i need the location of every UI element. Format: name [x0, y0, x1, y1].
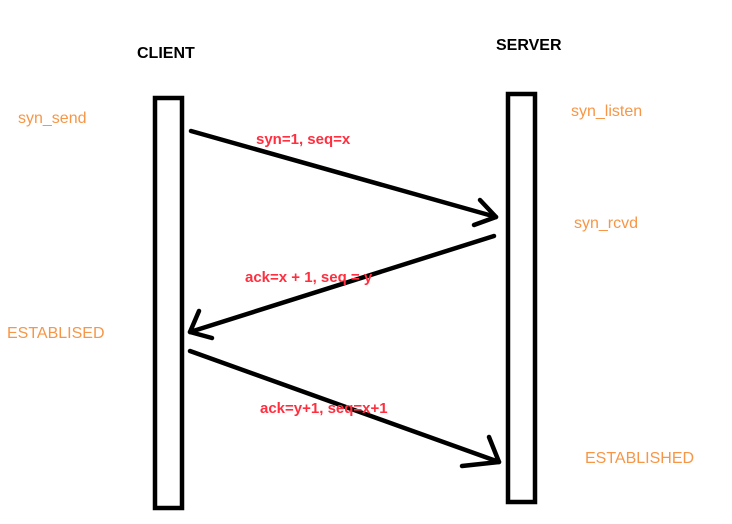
server-state-syn-listen: syn_listen: [571, 103, 642, 120]
server-state-syn-rcvd: syn_rcvd: [574, 215, 638, 232]
message-label-syn-ack: ack=x + 1, seq = y: [245, 269, 373, 286]
server-header: SERVER: [496, 37, 562, 54]
arrow-ack: [187, 348, 502, 469]
arrow-syn: [188, 128, 499, 228]
message-label-syn: syn=1, seq=x: [256, 131, 351, 148]
client-state-established: ESTABLISED: [7, 325, 105, 342]
message-label-ack: ack=y+1, seq=x+1: [260, 400, 388, 417]
client-state-syn-send: syn_send: [18, 110, 87, 127]
client-header: CLIENT: [137, 45, 195, 62]
arrow-syn-ack: [187, 233, 497, 341]
server-lifeline: [505, 91, 538, 505]
server-state-established: ESTABLISHED: [585, 450, 694, 467]
client-lifeline: [152, 95, 185, 511]
